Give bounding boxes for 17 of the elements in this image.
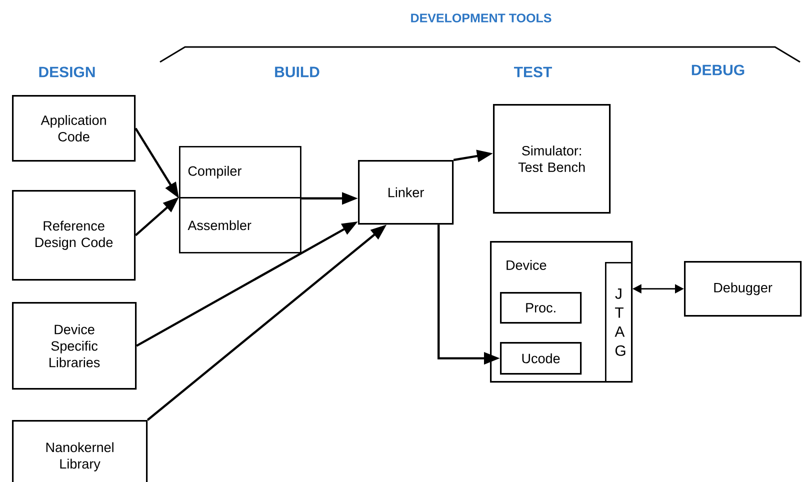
linker-box: Linker bbox=[358, 160, 454, 225]
tool-box: Compiler bbox=[179, 146, 302, 198]
phase-heading: TEST bbox=[514, 66, 552, 78]
library-box: Nanokernel Library bbox=[12, 420, 148, 482]
simulator-box: Simulator: Test Bench bbox=[493, 104, 611, 214]
phase-heading: DESIGN bbox=[39, 66, 95, 78]
title: DEVELOPMENT TOOLS bbox=[411, 14, 552, 22]
ucode-box: Ucode bbox=[500, 342, 582, 375]
tool-box: Assembler bbox=[179, 197, 302, 254]
source-box: Reference Design Code bbox=[12, 190, 136, 281]
processor-box: Proc. bbox=[500, 292, 582, 324]
source-box: Application Code bbox=[12, 95, 136, 162]
debugger-box: Debugger bbox=[684, 261, 802, 317]
phase-heading: BUILD bbox=[275, 66, 320, 78]
phase-heading: DEBUG bbox=[692, 64, 744, 76]
jtag-box: J T A G bbox=[605, 262, 632, 382]
library-box: Device Specific Libraries bbox=[12, 302, 137, 390]
